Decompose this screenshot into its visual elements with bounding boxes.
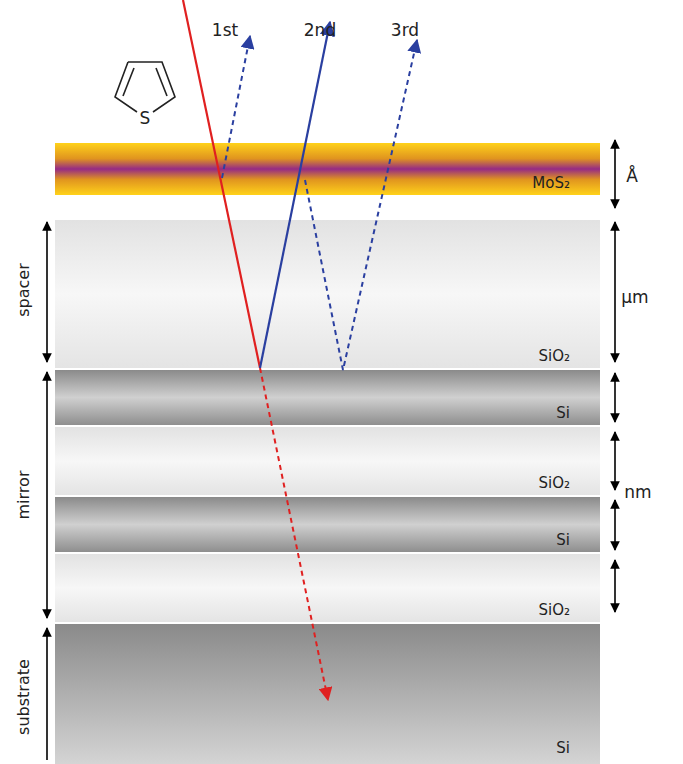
- dimension-label: nm: [624, 483, 651, 502]
- ray-order: 3rd: [391, 21, 419, 40]
- si-layer: Si: [55, 497, 600, 552]
- oxide-layer: SiO₂: [55, 427, 600, 495]
- layer-label: SiO₂: [538, 348, 570, 365]
- si-band: [55, 497, 600, 552]
- oxide-band: [55, 427, 600, 495]
- region-label: mirror: [15, 471, 33, 520]
- oxide-layer: SiO₂: [55, 554, 600, 622]
- mos2-band: [55, 143, 600, 195]
- reflected-ray: [260, 22, 330, 368]
- layer-label: Si: [556, 740, 570, 757]
- dimension-label: µm: [621, 288, 648, 307]
- region-label: spacer: [15, 263, 33, 317]
- reflected-ray: [305, 40, 417, 370]
- si-layer: Si: [55, 370, 600, 425]
- layer-label: SiO₂: [538, 602, 570, 619]
- layer-label: Si: [556, 532, 570, 549]
- dimension-label: Å: [626, 167, 638, 186]
- ray-order: 1st: [212, 21, 238, 40]
- atom-label: S: [140, 109, 151, 128]
- ray-order: 2nd: [304, 21, 336, 40]
- oxide-band: [55, 554, 600, 622]
- spacer-layer: SiO₂: [55, 220, 600, 368]
- reflected-ray: [222, 36, 250, 178]
- region-label: substrate: [15, 659, 33, 735]
- transmitted-ray: [260, 368, 328, 700]
- mos2-layer: MoS₂: [55, 143, 600, 195]
- si-band: [55, 370, 600, 425]
- layer-label: SiO₂: [538, 475, 570, 492]
- incident-ray: [183, 0, 260, 368]
- spacer-band: [55, 220, 600, 368]
- substrate-band: [55, 624, 600, 764]
- substrate-layer: Si: [55, 624, 600, 760]
- dimension-arrows: [47, 140, 615, 760]
- layer-label: MoS₂: [532, 175, 570, 192]
- thiophene-molecule: [115, 62, 175, 112]
- layer-label: Si: [556, 405, 570, 422]
